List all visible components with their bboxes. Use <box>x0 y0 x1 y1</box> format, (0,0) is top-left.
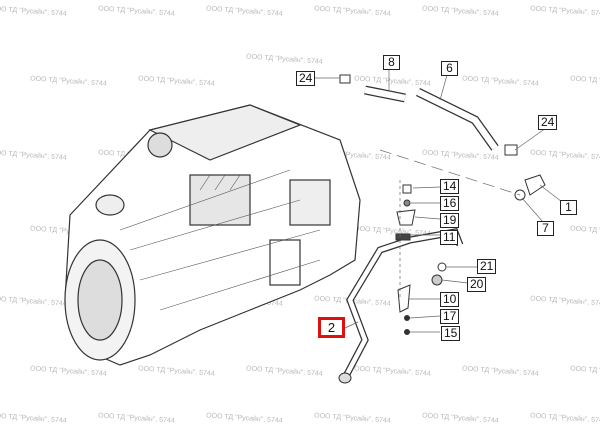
callout-24[interactable]: 24 <box>296 71 316 86</box>
callout-2-highlighted[interactable]: 2 <box>318 317 345 338</box>
callout-8[interactable]: 8 <box>383 55 400 70</box>
valve-cover <box>148 104 302 161</box>
callout-21[interactable]: 21 <box>477 259 497 274</box>
callout-17[interactable]: 17 <box>440 309 460 324</box>
callout-16[interactable]: 16 <box>440 196 460 211</box>
callout-1[interactable]: 1 <box>560 200 577 215</box>
callout-7[interactable]: 7 <box>537 221 554 236</box>
callout-20[interactable]: 20 <box>467 277 487 292</box>
callout-11[interactable]: 11 <box>440 230 459 245</box>
callout-24-right[interactable]: 24 <box>538 115 558 130</box>
callout-6[interactable]: 6 <box>441 61 458 76</box>
callout-14[interactable]: 14 <box>440 179 460 194</box>
callout-10[interactable]: 10 <box>440 292 460 307</box>
callout-15[interactable]: 15 <box>441 326 461 341</box>
callout-19[interactable]: 19 <box>440 213 460 228</box>
